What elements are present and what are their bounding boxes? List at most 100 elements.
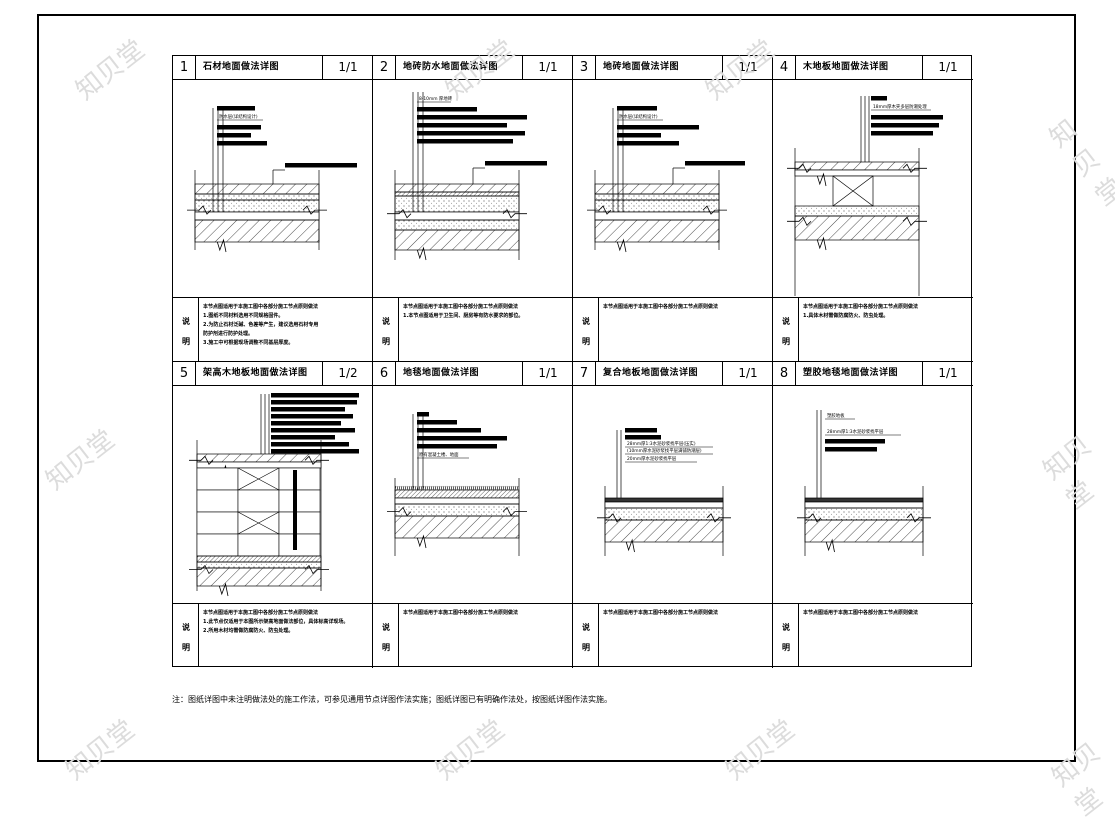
layer-1 [594,183,720,195]
panel-notes: 说 明 本节点图适用于本施工图中各部分施工节点原则做法 [773,604,973,668]
panel-header: 2 地砖防水地面做法详图 1/1 [373,56,573,80]
callout-bar [617,125,699,130]
callout-bar [417,420,457,425]
layer-3 [394,503,520,517]
layer-2 [604,501,724,509]
panel-title: 架高木地板地面做法详图 [203,368,308,378]
callout-bar [217,125,261,130]
note-line: 2.所用木材均需做防腐防火、防虫处理。 [203,628,294,634]
layer-5 [594,219,720,243]
section-svg: 18mm厚木夹多层防潮处理 [787,96,943,296]
callout-label: 防水层(详结构设计) [619,113,658,120]
callout-bar [271,421,341,426]
note-line: 本节点图适用于本施工图中各部分施工节点原则做法 [603,610,719,616]
panel-header: 7 复合地板地面做法详图 1/1 [573,362,773,386]
panel-notes: 说 明 本节点图适用于本施工图中各部分施工节点原则做法 [373,604,573,668]
callout-bar [617,106,657,111]
drawing-frame [37,14,1076,762]
detail-panel-5: 5 架高木地板地面做法详图 1/2 说 明 本节点图适用于本施工图中各部分施工节… [173,362,373,668]
callout-bar [271,393,359,398]
callout-bar [217,133,251,138]
detail-sheet: 1 石材地面做法详图 1/1 防水层(详结构设计) 说 明 本节点图适用于本施工… [172,55,973,668]
section-drawing: 防水层(详结构设计) [173,80,373,298]
callout-bar [417,444,497,449]
detail-panel-1: 1 石材地面做法详图 1/1 防水层(详结构设计) 说 明 本节点图适用于本施工… [173,56,373,362]
notes-label-char: 明 [782,337,790,346]
note-line: 1.具体木材需做防腐防火、防虫处理。 [803,313,889,319]
layer-1 [196,453,322,463]
panel-title: 地砖防水地面做法详图 [403,62,499,72]
callout-bar [271,400,357,405]
panel-title: 复合地板地面做法详图 [603,368,699,378]
section-svg: 防水层(详结构设计) [187,106,357,253]
callout-label: 原有混凝土楼、地面 [419,451,459,458]
layer-5 [194,219,320,243]
panel-header: 3 地砖地面做法详图 1/1 [573,56,773,80]
layer-2 [194,193,320,201]
callout-bar [871,123,939,128]
panel-header: 5 架高木地板地面做法详图 1/2 [173,362,373,386]
callout-bar [825,447,877,452]
panel-header: 1 石材地面做法详图 1/1 [173,56,373,80]
notes-label: 说 明 [173,604,199,667]
notes-label: 说 明 [373,604,399,667]
callout-bar [271,449,359,454]
panel-title: 地毯地面做法详图 [403,368,480,378]
notes-label-char: 明 [182,643,190,652]
detail-panel-7: 7 复合地板地面做法详图 1/1 28mm厚1:3水泥砂浆找平层(压实)(10m… [573,362,773,668]
notes-text: 本节点图适用于本施工图中各部分施工节点原则做法 [403,609,569,618]
callout-bar [271,407,345,412]
notes-label-char: 说 [582,317,590,326]
layer-1 [804,497,924,503]
layer-4 [394,211,520,221]
section-svg [189,393,359,597]
layer-4 [804,519,924,543]
note-line: 本节点图适用于本施工图中各部分施工节点原则做法 [403,304,519,310]
layer-2 [196,461,322,469]
panel-number: 5 [173,362,196,385]
note-line: 本节点图适用于本施工图中各部分施工节点原则做法 [403,610,519,616]
callout-bar [271,428,355,433]
notes-label-char: 明 [182,337,190,346]
notes-text: 本节点图适用于本施工图中各部分施工节点原则做法 [803,609,969,618]
section-drawing: 防水层(详结构设计) [573,80,773,298]
layer-1 [196,555,322,563]
callout-bar [871,131,933,136]
notes-label-char: 说 [182,317,190,326]
panel-number: 6 [373,362,396,385]
section-drawing: 28mm厚1:3水泥砂浆找平层(压实)(10mm厚水泥砂浆找平层满铺防潮层)20… [573,386,773,604]
layer-5 [394,219,520,231]
layer-1 [794,205,920,217]
detail-panel-2: 2 地砖防水地面做法详图 1/1 8-10mm 厚地砖 说 明 本节点图适用于本… [373,56,573,362]
callout-bar [417,428,481,433]
layer-1 [194,183,320,195]
notes-label-char: 明 [382,337,390,346]
note-line: 本节点图适用于本施工图中各部分施工节点原则做法 [603,304,719,310]
callout-bar [217,106,255,111]
note-line: 1.图纸不同材料选用不同规格固件。 [203,313,284,319]
section-drawing: 8-10mm 厚地砖 [373,80,573,298]
callout-bar [617,141,679,146]
layer-3 [804,507,924,521]
panel-scale: 1/1 [522,56,573,79]
panel-number: 2 [373,56,396,79]
callout-bar [625,428,657,433]
callout-bar [417,115,527,120]
callout-bar [285,163,357,168]
panel-header: 6 地毯地面做法详图 1/1 [373,362,573,386]
callout-label: 28mm厚1:3水泥砂浆找平层 [827,428,884,435]
note-line: 3.施工中可根据现场调整不同基层厚度。 [203,340,294,346]
panel-title: 地砖地面做法详图 [603,62,680,72]
layer-4 [194,211,320,221]
note-line: 1.此节点仅适用于本图所示架高地面做法部位，具体标高详现场。 [203,619,349,625]
layer-2 [394,497,520,505]
notes-label: 说 明 [573,604,599,667]
layer-1 [394,489,520,499]
panel-scale: 1/1 [522,362,573,385]
notes-label: 说 明 [773,298,799,361]
notes-label-char: 明 [582,643,590,652]
panel-number: 4 [773,56,796,79]
